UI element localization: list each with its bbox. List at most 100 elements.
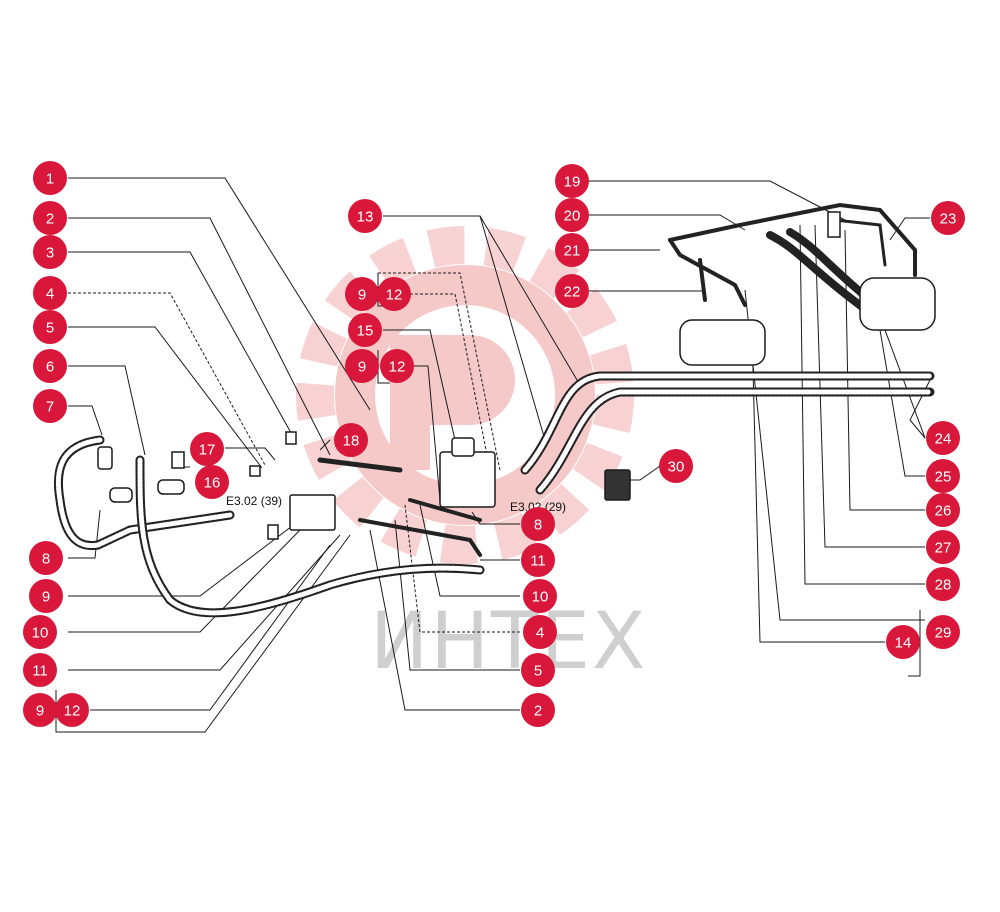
callout-9: 9 xyxy=(29,579,63,613)
callout-circle xyxy=(334,423,368,457)
callout-circle xyxy=(926,615,960,649)
callout-12: 12 xyxy=(380,349,414,383)
callout-circle xyxy=(521,507,555,541)
callout-number: 5 xyxy=(46,320,54,337)
hydraulic-lines xyxy=(53,202,935,618)
callout-19: 19 xyxy=(555,164,589,198)
callout-circle xyxy=(348,313,382,347)
callout-26: 26 xyxy=(926,493,960,527)
callout-circle xyxy=(190,432,224,466)
callout-29: 29 xyxy=(926,615,960,649)
callout-circle xyxy=(377,277,411,311)
callout-5: 5 xyxy=(33,310,67,344)
manifold-block xyxy=(289,494,336,531)
callout-20: 20 xyxy=(555,198,589,232)
callout-circle xyxy=(33,310,67,344)
components xyxy=(97,211,936,540)
callout-number: 2 xyxy=(534,703,542,720)
callout-12: 12 xyxy=(377,277,411,311)
callout-number: 9 xyxy=(358,359,366,376)
callout-number: 2 xyxy=(46,211,54,228)
callout-21: 21 xyxy=(555,233,589,267)
callout-circle xyxy=(29,541,63,575)
watermark-text: ИНТЕХ xyxy=(370,597,647,687)
callout-10: 10 xyxy=(23,615,57,649)
callout-12: 12 xyxy=(55,693,89,727)
callout-circle xyxy=(33,389,67,423)
callout-9: 9 xyxy=(23,693,57,727)
callout-number: 10 xyxy=(32,625,49,642)
callout-circle xyxy=(555,198,589,232)
reference-label-right: E3.02 (29) xyxy=(510,500,566,514)
callout-number: 29 xyxy=(935,625,952,642)
callout-number: 26 xyxy=(935,503,952,520)
callout-4: 4 xyxy=(523,615,557,649)
callout-number: 11 xyxy=(32,663,48,680)
callout-circle xyxy=(55,693,89,727)
callout-1: 1 xyxy=(33,161,67,195)
callout-number: 6 xyxy=(46,359,54,376)
callout-number: 14 xyxy=(895,635,912,652)
control-valve-body xyxy=(439,451,496,508)
callout-9: 9 xyxy=(345,349,379,383)
callout-16: 16 xyxy=(195,465,229,499)
callout-number: 15 xyxy=(357,323,374,340)
callout-17: 17 xyxy=(190,432,224,466)
callout-4: 4 xyxy=(33,276,67,310)
callout-number: 28 xyxy=(935,577,952,594)
callout-22: 22 xyxy=(555,274,589,308)
callout-number: 3 xyxy=(46,245,54,262)
callout-circle xyxy=(23,615,57,649)
callout-number: 8 xyxy=(534,517,542,534)
cylinder-right xyxy=(859,277,936,331)
callout-circle xyxy=(926,567,960,601)
callout-15: 15 xyxy=(348,313,382,347)
callout-number: 27 xyxy=(935,540,952,557)
callout-number: 9 xyxy=(358,287,366,304)
callout-number: 24 xyxy=(935,431,952,448)
callout-number: 5 xyxy=(534,663,542,680)
callout-circle xyxy=(23,653,57,687)
callout-circle xyxy=(33,349,67,383)
leader-lines xyxy=(55,177,931,733)
callout-circle xyxy=(926,530,960,564)
callout-14: 14 xyxy=(886,625,920,659)
callout-number: 12 xyxy=(64,703,81,720)
callout-18: 18 xyxy=(334,423,368,457)
callout-number: 19 xyxy=(564,174,581,191)
callout-24: 24 xyxy=(926,421,960,455)
callout-number: 4 xyxy=(536,625,544,642)
callout-circle xyxy=(33,201,67,235)
callout-7: 7 xyxy=(33,389,67,423)
callout-circle xyxy=(521,543,555,577)
callout-number: 12 xyxy=(389,359,406,376)
callout-circle xyxy=(926,421,960,455)
callout-number: 16 xyxy=(204,475,221,492)
callout-28: 28 xyxy=(926,567,960,601)
callout-13: 13 xyxy=(348,199,382,233)
callout-number: 9 xyxy=(36,703,44,720)
callout-6: 6 xyxy=(33,349,67,383)
callout-8: 8 xyxy=(521,507,555,541)
callout-9: 9 xyxy=(345,277,379,311)
callout-11: 11 xyxy=(23,653,57,687)
callout-25: 25 xyxy=(926,459,960,493)
callout-circle xyxy=(659,449,693,483)
callout-number: 23 xyxy=(940,211,957,228)
callout-number: 12 xyxy=(386,287,403,304)
callout-number: 20 xyxy=(564,208,581,225)
callout-circle xyxy=(555,274,589,308)
callout-circle xyxy=(29,579,63,613)
callout-circle xyxy=(521,693,555,727)
callout-number: 8 xyxy=(42,551,50,568)
callout-circle xyxy=(926,459,960,493)
callout-number: 18 xyxy=(343,433,360,450)
callout-number: 30 xyxy=(668,459,685,476)
callout-circle xyxy=(195,465,229,499)
callout-number: 4 xyxy=(46,286,54,303)
callout-circle xyxy=(33,235,67,269)
callout-number: 11 xyxy=(530,553,546,570)
callout-circle xyxy=(33,161,67,195)
callout-23: 23 xyxy=(931,201,965,235)
